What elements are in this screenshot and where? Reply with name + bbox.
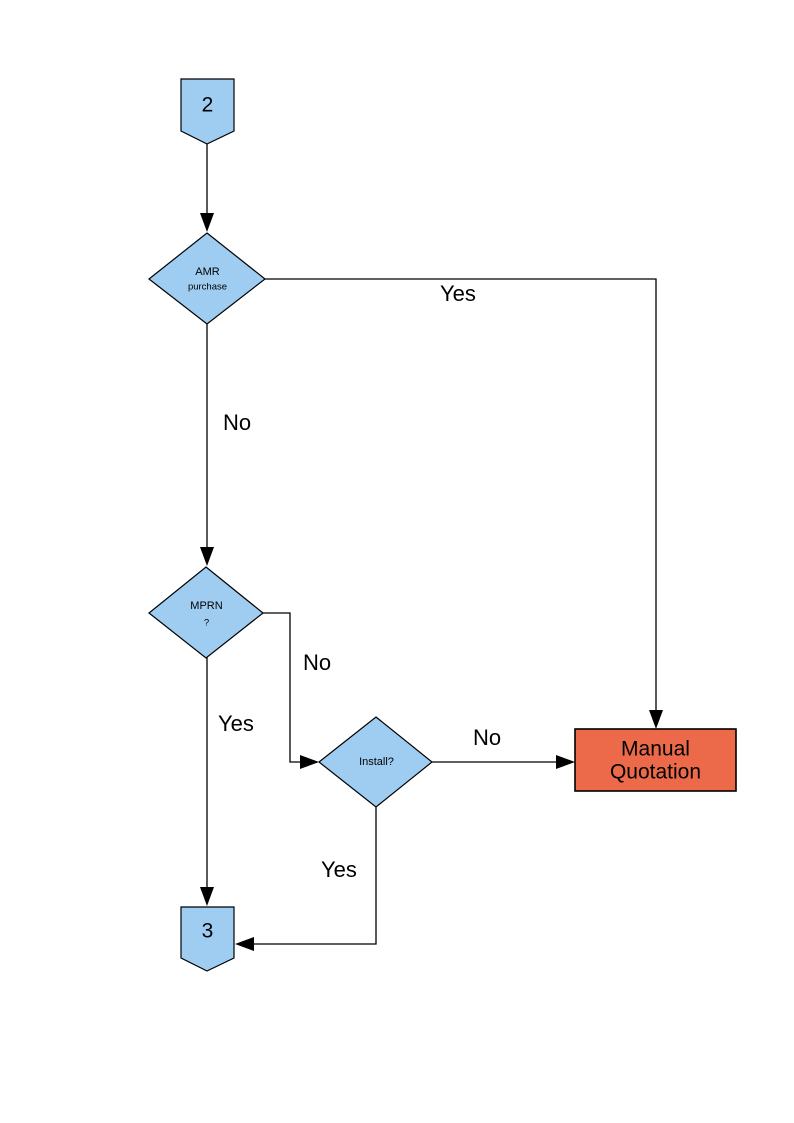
decision-amr-label-line2: purchase [188,282,227,293]
arrow-head-icon [200,547,214,566]
pentagon-shape [180,906,235,972]
node-decision-install[interactable]: Install? [318,716,433,808]
arrow-head-icon [235,937,254,951]
edge-connector2-to-amr [200,144,214,232]
diamond-shape [148,232,266,325]
arrow-head-icon [200,213,214,232]
node-decision-mprn[interactable]: MPRN ? [148,566,264,659]
edge-label-install-yes: Yes [321,857,357,882]
edge-install-no [432,755,575,769]
node-connector-3[interactable]: 3 [180,906,235,972]
rectangle-shape [574,728,737,792]
arrow-head-icon [649,710,663,729]
edge-label-mprn-no: No [303,650,331,675]
diamond-shape [148,566,264,659]
edge-label-amr-yes: Yes [440,281,476,306]
edge-line [263,612,305,763]
arrow-head-icon [300,755,319,769]
edge-line [250,806,377,945]
decision-mprn-label-line1: MPRN [190,600,222,612]
connector-3-label: 3 [202,920,214,943]
node-decision-amr[interactable]: AMR purchase [148,232,266,325]
edge-line [265,278,657,714]
arrow-head-icon [556,755,575,769]
decision-amr-label-line1: AMR [195,266,220,278]
pentagon-shape [180,78,235,145]
edge-install-yes [235,806,377,951]
edge-mprn-no [263,612,319,769]
connector-2-label: 2 [202,94,214,117]
node-process-manual-quotation[interactable]: Manual Quotation [574,728,737,792]
decision-install-label: Install? [359,756,394,768]
decision-mprn-label-line2: ? [204,618,209,629]
node-connector-2[interactable]: 2 [180,78,235,145]
manual-quotation-label-line2: Quotation [610,761,701,784]
manual-quotation-label-line1: Manual [621,738,690,761]
edge-amr-yes [265,278,663,729]
edge-label-amr-no: No [223,410,251,435]
edge-label-mprn-yes: Yes [218,711,254,736]
edge-label-install-no: No [473,725,501,750]
edge-mprn-yes [200,657,214,906]
edge-amr-no [200,323,214,566]
diamond-shape [318,716,433,808]
arrow-head-icon [200,887,214,906]
